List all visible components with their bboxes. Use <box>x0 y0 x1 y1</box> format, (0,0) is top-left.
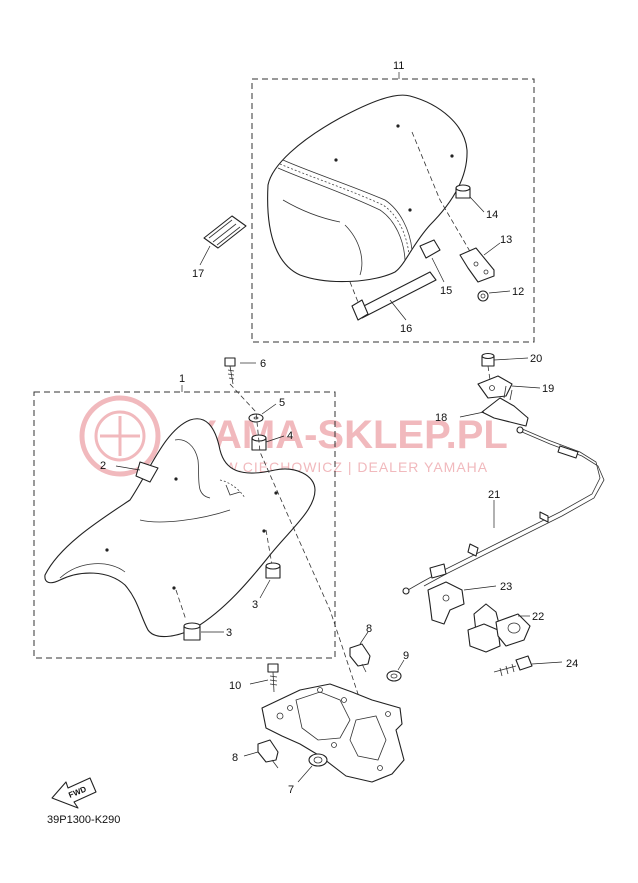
part-14-damper <box>455 184 471 199</box>
part-22-lock-assembly <box>467 603 531 653</box>
callout-2: 2 <box>100 460 106 472</box>
watermark-title: YAMA-SKLEP.PL <box>190 413 508 457</box>
part-10-bolt <box>267 663 279 693</box>
part-20-nut <box>481 352 495 367</box>
callout-20: 20 <box>530 353 542 365</box>
callout-7: 7 <box>288 784 294 796</box>
fwd-arrow-icon: FWD <box>51 777 97 809</box>
callout-8-lower: 8 <box>232 752 238 764</box>
callout-17: 17 <box>192 268 204 280</box>
rider-seat <box>44 418 316 638</box>
diagram-code: 39P1300-K290 <box>47 814 120 826</box>
part-8-knob-upper <box>349 643 371 673</box>
pillion-seat <box>267 94 468 283</box>
part-18-lever <box>481 385 529 427</box>
part-23-lock-lever <box>427 581 465 625</box>
callout-10: 10 <box>229 680 241 692</box>
part-12-nut <box>477 290 489 302</box>
part-3-damper-lower <box>183 622 201 641</box>
part-8-knob-lower <box>257 739 279 769</box>
rider-seat-group-box <box>33 391 336 659</box>
part-6-bolt <box>224 357 236 385</box>
callout-5: 5 <box>279 397 285 409</box>
callout-21: 21 <box>488 489 500 501</box>
callout-3-lower: 3 <box>226 627 232 639</box>
callout-9: 9 <box>403 650 409 662</box>
callout-8-upper: 8 <box>366 623 372 635</box>
part-2-emblem <box>135 461 159 483</box>
callout-4: 4 <box>287 430 293 442</box>
callout-18: 18 <box>435 412 447 424</box>
part-7-seat-bracket <box>261 683 405 783</box>
part-15-clip <box>419 239 441 259</box>
part-3-damper-upper <box>265 562 281 579</box>
part-21-cable <box>402 426 605 595</box>
callout-11: 11 <box>393 60 404 72</box>
callout-19: 19 <box>542 383 554 395</box>
callout-3-upper: 3 <box>252 599 258 611</box>
part-16-strap <box>351 271 437 321</box>
callout-12: 12 <box>512 286 524 298</box>
callout-24: 24 <box>566 658 578 670</box>
part-4-damper <box>251 434 267 451</box>
callout-14: 14 <box>486 209 498 221</box>
pillion-seat-group-box <box>251 78 535 343</box>
callout-6: 6 <box>260 358 266 370</box>
callout-15: 15 <box>440 285 452 297</box>
callout-22: 22 <box>532 611 544 623</box>
callout-16: 16 <box>400 323 412 335</box>
part-17-holder <box>203 215 247 249</box>
part-19-plate <box>477 375 513 399</box>
part-13-bracket <box>459 247 495 283</box>
callout-23: 23 <box>500 581 512 593</box>
callout-1: 1 <box>179 373 185 385</box>
part-9-grommet <box>386 670 402 682</box>
callout-13: 13 <box>500 234 512 246</box>
part-24-bolt <box>493 655 533 677</box>
